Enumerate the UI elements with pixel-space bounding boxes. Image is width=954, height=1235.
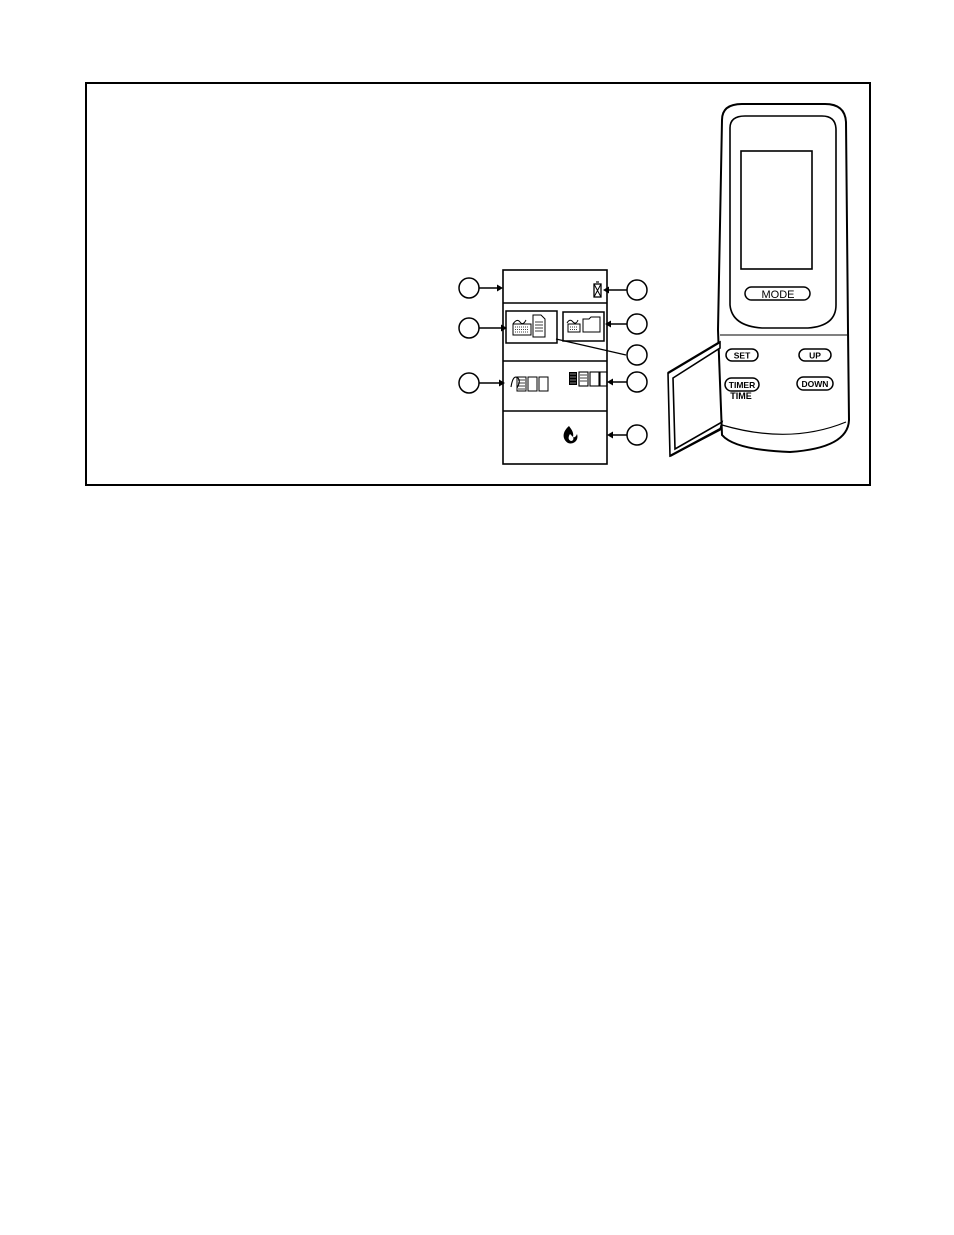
callout-circle-7 (627, 372, 647, 392)
callout-circle-5 (627, 345, 647, 365)
callout-circle-8 (627, 425, 647, 445)
mode-button-label: MODE (762, 289, 795, 301)
set-button-label: SET (734, 351, 751, 361)
display-panel-outline (503, 270, 607, 464)
down-button-label: DOWN (802, 379, 829, 389)
callout-circle-2 (627, 280, 647, 300)
remote-lcd-screen (741, 151, 812, 269)
callout-circle-3 (459, 318, 479, 338)
callout-circle-6 (459, 373, 479, 393)
timer-button-label: TIMER (729, 380, 755, 390)
time-label: TIME (730, 391, 752, 401)
up-button-label: UP (809, 351, 821, 361)
callout-circle-4 (627, 314, 647, 334)
callout-circle-1 (459, 278, 479, 298)
